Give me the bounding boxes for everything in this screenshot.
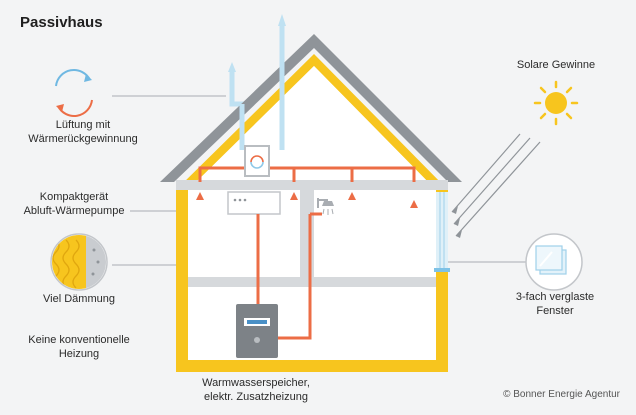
ventilation-cycle-icon (55, 69, 93, 117)
service-shaft (300, 186, 314, 280)
label-no-heating-line2: Heizung (58, 348, 100, 360)
page-title: Passivhaus (20, 14, 103, 31)
shower-icon (317, 198, 334, 215)
exhaust-arrow (278, 14, 286, 26)
label-ventilation: Lüftung mit Wärmerückgewinnung (28, 118, 138, 146)
label-storage-line1: Warmwasserspeicher, (202, 377, 310, 389)
solar-rays (451, 133, 541, 237)
label-storage-line2: elektr. Zusatzheizung (204, 391, 308, 403)
heat-pump-unit-icon (227, 191, 281, 215)
hot-water-pipes (256, 212, 322, 340)
storage-tank-icon (236, 304, 278, 358)
sun-icon (533, 80, 579, 126)
heat-recovery-unit (244, 145, 270, 177)
label-window: 3-fach verglaste Fenster (500, 290, 610, 318)
label-no-heating: Keine konventionelle Heizung (14, 333, 144, 361)
label-insulation: Viel Dämmung (43, 293, 115, 305)
warm-air-ducts (198, 166, 416, 182)
label-ventilation-line2: Wärmerückgewinnung (28, 133, 138, 145)
label-unit-line1: Kompaktgerät (39, 191, 109, 203)
fresh-air-arrow-1 (228, 62, 236, 72)
label-no-heating-line1: Keine konventionelle (28, 334, 130, 346)
floor-slab (188, 277, 436, 287)
label-solar: Solare Gewinne (516, 59, 596, 71)
label-storage: Warmwasserspeicher, elektr. Zusatzheizun… (186, 376, 326, 404)
label-window-line1: 3-fach verglaste (515, 291, 595, 303)
duct-outlet-arrows (196, 192, 418, 208)
insulation-icon (50, 233, 108, 291)
copyright-credit: © Bonner Energie Agentur (503, 389, 620, 400)
triple-glazed-window (434, 192, 450, 272)
label-compact-unit: Kompaktgerät Abluft-Wärmepumpe (4, 190, 144, 218)
label-unit-line2: Abluft-Wärmepumpe (23, 205, 125, 217)
attic-slab (176, 180, 448, 190)
label-window-line2: Fenster (536, 305, 574, 317)
label-ventilation-line1: Lüftung mit (55, 119, 111, 131)
window-icon (525, 233, 583, 291)
